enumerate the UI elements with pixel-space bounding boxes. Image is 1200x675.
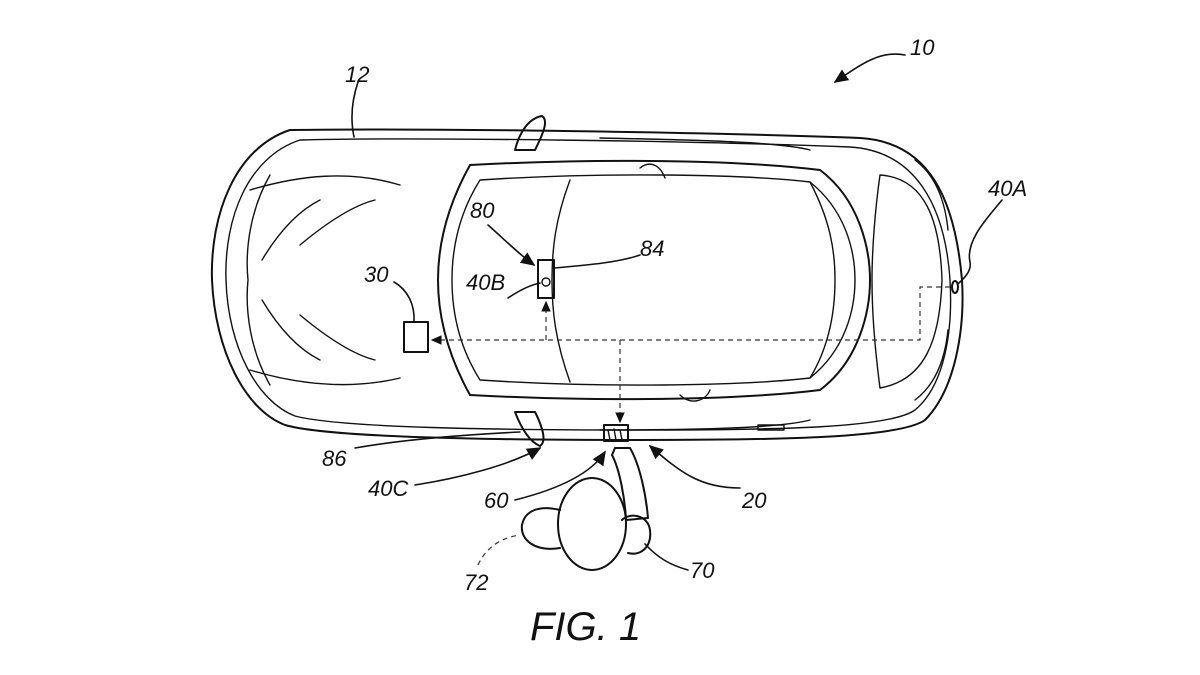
label-30: 30 bbox=[364, 262, 389, 287]
figure-caption: FIG. 1 bbox=[530, 605, 641, 649]
controller-30 bbox=[403, 321, 429, 353]
leader-lines bbox=[351, 53, 1003, 571]
label-86: 86 bbox=[322, 446, 347, 471]
handle-60 bbox=[603, 424, 629, 442]
label-60: 60 bbox=[484, 488, 509, 513]
display-module-80 bbox=[537, 259, 555, 299]
label-40b: 40B bbox=[466, 270, 505, 295]
vehicle-cabin bbox=[437, 159, 949, 401]
label-20: 20 bbox=[741, 488, 767, 513]
label-70: 70 bbox=[690, 558, 715, 583]
label-80: 80 bbox=[470, 198, 495, 223]
label-40a: 40A bbox=[988, 176, 1027, 201]
person-70 bbox=[520, 447, 652, 571]
label-84: 84 bbox=[640, 236, 664, 261]
signal-paths bbox=[430, 286, 950, 424]
label-12: 12 bbox=[345, 62, 369, 87]
side-mirrors bbox=[514, 115, 711, 447]
label-40c: 40C bbox=[368, 476, 408, 501]
side-trim bbox=[599, 137, 811, 431]
label-72: 72 bbox=[464, 570, 488, 595]
sensor-40a bbox=[951, 280, 959, 294]
label-10: 10 bbox=[910, 35, 935, 60]
